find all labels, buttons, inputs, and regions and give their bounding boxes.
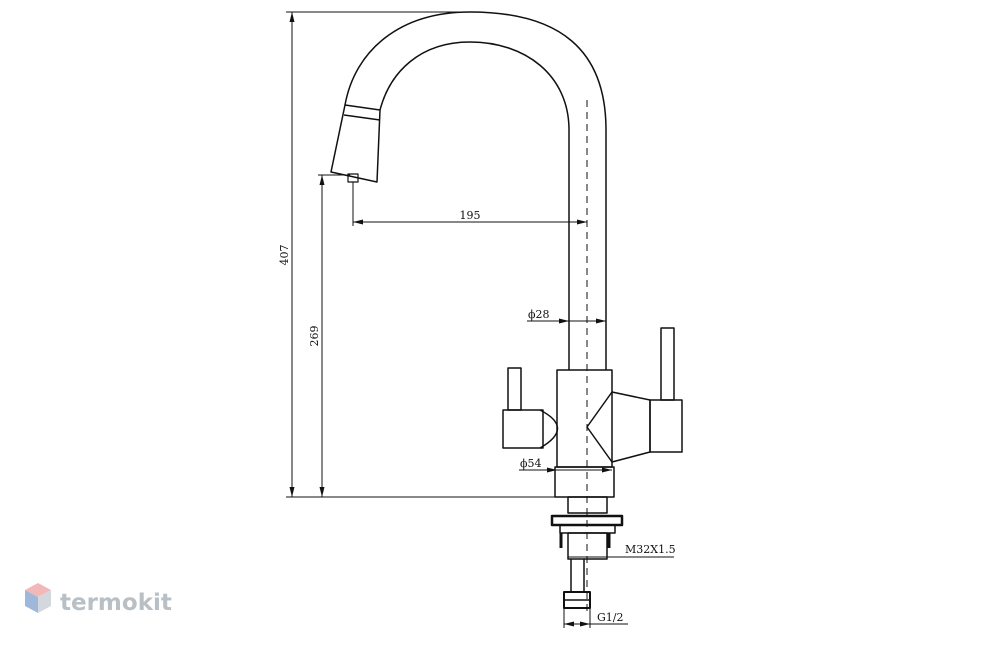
termokit-wordmark: termokit bbox=[60, 590, 172, 616]
left-lever-handle bbox=[507, 367, 522, 411]
dim-195-label: 195 bbox=[460, 209, 481, 222]
spout-outer-curve bbox=[344, 11, 607, 370]
dim-28-label: ϕ28 bbox=[528, 308, 550, 321]
faucet-outline bbox=[330, 11, 683, 609]
arrow-28-left bbox=[559, 318, 569, 324]
termokit-cube-icon bbox=[25, 583, 51, 613]
dim-m32-label: M32X1.5 bbox=[625, 543, 676, 556]
dim-54-label: ϕ54 bbox=[520, 457, 542, 470]
right-lever-block bbox=[649, 399, 683, 453]
arrow-407-top bbox=[289, 12, 295, 22]
arrow-407-bottom bbox=[289, 487, 295, 497]
termokit-logo: termokit bbox=[25, 583, 172, 616]
central-body bbox=[556, 369, 613, 468]
dim-407-label: 407 bbox=[278, 245, 291, 266]
arrow-269-bottom bbox=[319, 487, 325, 497]
arrow-g12-right bbox=[580, 621, 590, 627]
arrow-54-left bbox=[547, 467, 557, 473]
spout-inner-curve bbox=[379, 41, 570, 370]
arrow-195-left bbox=[353, 219, 363, 225]
arrow-g12-left bbox=[564, 621, 574, 627]
arrow-269-top bbox=[319, 175, 325, 185]
spray-head-band bbox=[343, 114, 381, 121]
arrow-28-right bbox=[596, 318, 606, 324]
dimension-arrows bbox=[289, 12, 612, 627]
arrow-195-right bbox=[577, 219, 587, 225]
arrow-54-right bbox=[602, 467, 612, 473]
left-lever-block bbox=[502, 409, 544, 449]
dim-269-label: 269 bbox=[308, 326, 321, 347]
spray-head bbox=[330, 104, 381, 183]
left-lever-joint bbox=[539, 409, 559, 449]
dim-g12-label: G1/2 bbox=[597, 611, 624, 624]
right-lever-wedge bbox=[586, 391, 651, 463]
right-lever-handle bbox=[660, 327, 675, 401]
dimension-lines bbox=[286, 11, 674, 628]
